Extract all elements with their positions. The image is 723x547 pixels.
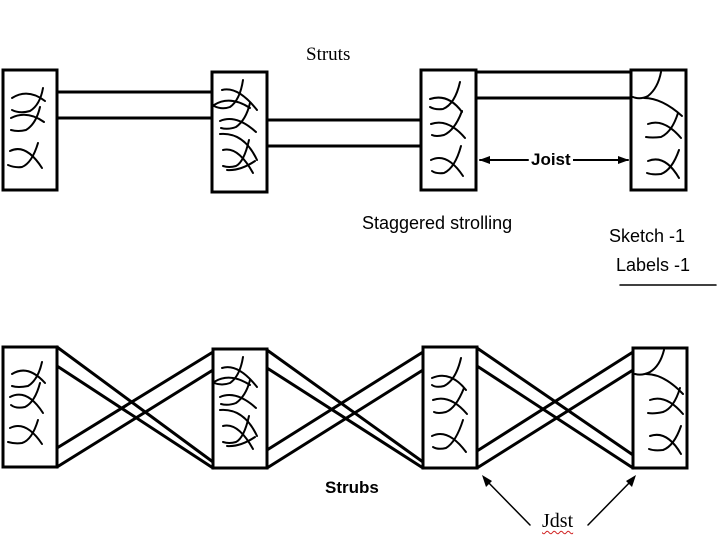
jdst-leaders	[483, 477, 635, 526]
arrowhead-icon	[626, 475, 636, 487]
arrowhead-icon	[482, 475, 492, 487]
joist-box	[629, 68, 688, 192]
labels-label: Labels -1	[616, 255, 691, 275]
struts-title: Struts	[306, 44, 351, 65]
bottom-joists	[1, 345, 689, 470]
sketch-label: Sketch -1	[609, 226, 686, 246]
top-struts	[55, 70, 633, 148]
joist-box	[421, 345, 479, 470]
wood-grain	[7, 71, 683, 179]
joist-box	[1, 345, 59, 469]
wood-grain	[7, 349, 684, 455]
jdst-label: Jdst	[542, 510, 574, 532]
top-joists	[1, 68, 688, 194]
staggered-caption: Staggered strolling	[362, 213, 513, 233]
joist-box	[210, 70, 269, 194]
joist-label: Joist	[529, 150, 573, 170]
arrowhead-left-icon	[479, 156, 490, 164]
cross-bridging	[55, 345, 635, 470]
joist-box	[419, 68, 478, 192]
arrowhead-right-icon	[618, 156, 629, 164]
strubs-caption: Strubs	[325, 478, 379, 497]
joist-box	[1, 68, 59, 192]
